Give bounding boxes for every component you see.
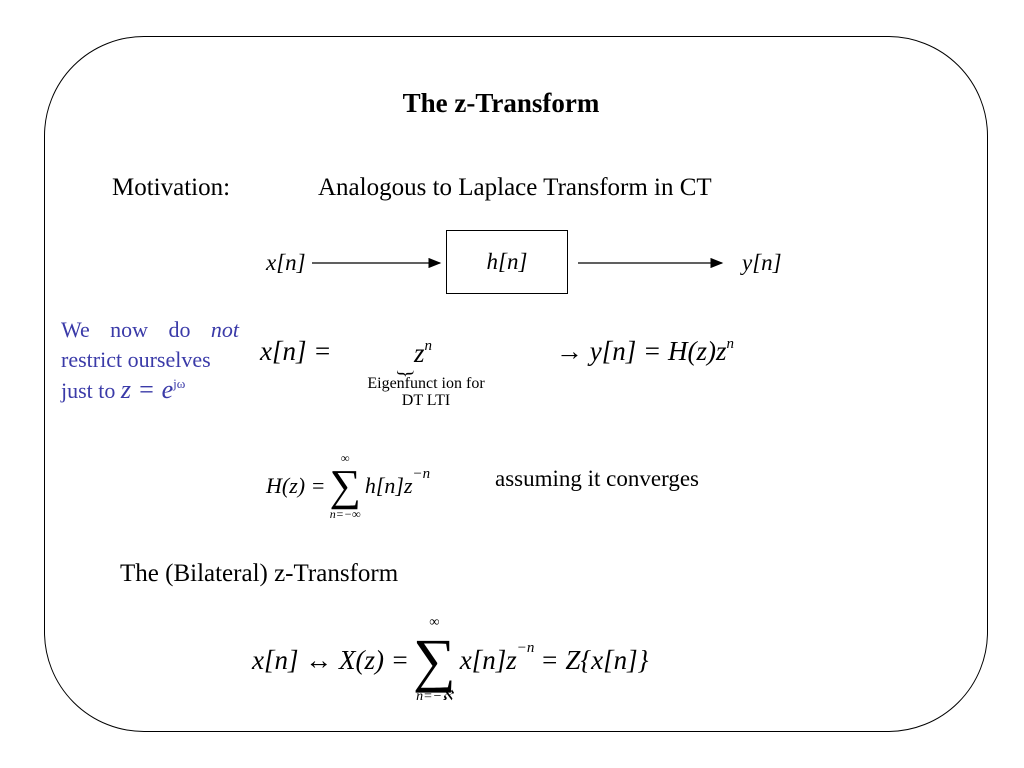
sigma-icon: ∑ [412,627,456,693]
eq3-rhs: = Z{x[n]} [540,644,649,675]
eq3-lhs: x[n] ↔ X(z) = [252,644,409,675]
sum-lower-limit: n=−∞ [329,507,361,521]
side-note: We now do not restrict ourselves just to… [61,315,239,409]
eq1-z: z [414,338,425,368]
side-note-word: We [61,317,90,342]
impulse-response-label: h[n] [486,249,528,274]
eigenfunction-label: Eigenfunct ion for DT LTI [367,375,485,409]
side-note-line-1: We now do not [61,315,239,345]
side-note-word: now [110,317,149,342]
summation: ∞ ∑ n=−∞ [329,452,360,520]
sum-upper-limit: ∞ [429,615,440,630]
eq3-exponent: −n [516,639,535,656]
sigma-icon: ∑ [329,461,361,510]
eq3-z-transform-definition: x[n] ↔ X(z) = ∞ ∑ n=−ℵ x[n]z−n = Z{x[n]} [252,616,648,704]
subheading: The (Bilateral) z-Transform [120,560,399,587]
exponent-j-omega: jω [173,376,186,391]
sum-lower-limit: n=−ℵ [416,689,453,704]
eq3-body: x[n]z [459,644,517,675]
eq2-transfer-function: H(z) = ∞ ∑ n=−∞ h[n]z−n [266,452,430,520]
z-equals-e: z = e [120,375,174,404]
eq1-rhs: → y[n] = H(z)zn [556,336,734,367]
eq2-body: h[n]z [364,473,413,498]
eq2-convergence-note: assuming it converges [495,466,699,491]
slide-frame [44,36,988,732]
eq1-rhs-exponent: n [726,336,734,352]
input-signal-label: x[n] [266,250,306,275]
summation: ∞ ∑ n=−ℵ [413,616,456,704]
eq2-exponent: −n [412,465,431,482]
slide-title: The z-Transform [402,88,600,118]
motivation-label: Motivation: [112,174,231,201]
side-note-line-3: just to z = ejω [61,375,239,409]
sum-upper-limit: ∞ [340,451,350,465]
eq1-z-exponent: n [424,338,433,354]
eq2-lhs: H(z) = [266,473,326,498]
side-note-line-2: restrict ourselves [61,347,211,372]
eq1-z-power: zn [414,338,432,369]
side-note-word-emphasis: not [210,317,239,342]
system-box: h[n] [446,230,568,294]
eq1-lhs: x[n] = [260,336,332,366]
side-note-word: do [168,317,191,342]
output-signal-label: y[n] [742,250,782,275]
side-note-line-3-prefix: just to [61,378,116,403]
eq1-rhs-text: → y[n] = H(z)z [556,336,727,366]
motivation-text: Analogous to Laplace Transform in CT [318,174,712,201]
